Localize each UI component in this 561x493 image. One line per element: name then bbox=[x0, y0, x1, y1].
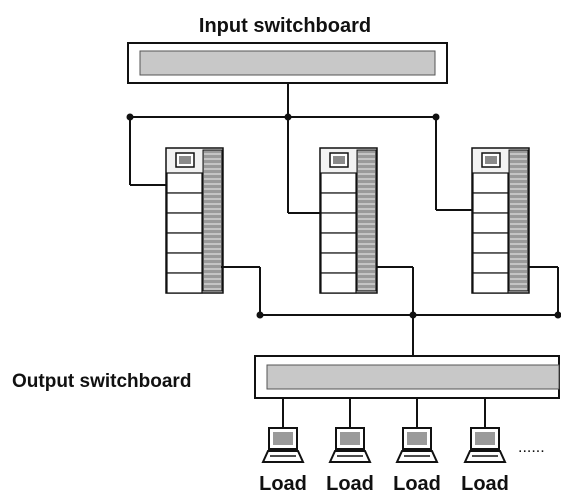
load-terminal: Load bbox=[326, 398, 374, 493]
load-label: Load bbox=[259, 473, 307, 493]
input-switchboard-label: Input switchboard bbox=[199, 15, 371, 37]
load-terminal: Load bbox=[393, 398, 441, 493]
load-label: Load bbox=[393, 473, 441, 493]
output-switchboard-label: Output switchboard bbox=[12, 371, 191, 392]
computer-icon bbox=[395, 427, 439, 463]
input-bus bbox=[126, 83, 472, 214]
load-terminal: Load bbox=[259, 398, 307, 493]
computer-icon bbox=[261, 427, 305, 463]
output-switchboard bbox=[254, 355, 560, 399]
more-loads-ellipsis: ...... bbox=[518, 439, 545, 456]
output-bus bbox=[221, 266, 561, 356]
load-terminal: Load bbox=[461, 398, 509, 493]
load-label: Load bbox=[326, 473, 374, 493]
input-switchboard bbox=[127, 42, 448, 84]
computer-icon bbox=[328, 427, 372, 463]
ups-unit-3 bbox=[471, 147, 530, 294]
computer-icon bbox=[463, 427, 507, 463]
ups-unit-2 bbox=[319, 147, 378, 294]
load-label: Load bbox=[461, 473, 509, 493]
ups-unit-1 bbox=[165, 147, 224, 294]
